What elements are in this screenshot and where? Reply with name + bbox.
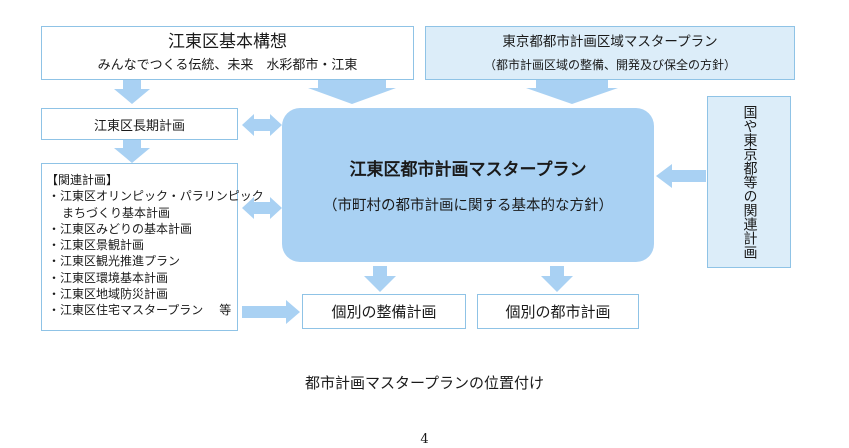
basic-vision-subtitle: みんなでつくる伝統、未来 水彩都市・江東: [97, 58, 358, 73]
related-plan-item: ・江東区みどりの基本計画: [48, 221, 193, 236]
arrow-longterm-main-double: [242, 114, 282, 136]
page-number: 4: [420, 432, 429, 447]
national-related-plans-label: 国や東京都等の関連計画: [741, 105, 758, 259]
related-plans-etc: 等: [219, 303, 232, 318]
arrow-vision-to-main: [308, 80, 396, 104]
long-term-plan-box: 江東区長期計画: [41, 108, 238, 140]
related-plan-item: ・江東区オリンピック・パラリンピック: [48, 189, 264, 204]
figure-caption: 都市計画マスタープランの位置付け: [304, 374, 545, 392]
related-plans-box: 【関連計画】 ・江東区オリンピック・パラリンピック まちづくり基本計画 ・江東区…: [41, 163, 264, 331]
long-term-plan-label: 江東区長期計画: [93, 118, 185, 134]
maintenance-plan-box: 個別の整備計画: [302, 294, 466, 329]
arrow-related-to-outputs: [242, 300, 300, 324]
arrow-tokyo-to-main: [526, 80, 618, 104]
arrow-main-to-maintenance: [364, 266, 396, 292]
main-master-plan-subtitle: （市町村の都市計画に関する基本的な方針）: [323, 198, 613, 214]
arrow-national-to-main: [656, 164, 706, 188]
arrow-longterm-to-related: [114, 140, 150, 163]
related-plans-header: 【関連計画】: [46, 173, 119, 187]
main-master-plan-title: 江東区都市計画マスタープラン: [349, 160, 587, 180]
maintenance-plan-label: 個別の整備計画: [331, 303, 437, 321]
tokyo-master-plan-title: 東京都都市計画区域マスタープラン: [502, 34, 718, 50]
basic-vision-title: 江東区基本構想: [168, 32, 287, 52]
main-master-plan-box: 江東区都市計画マスタープラン （市町村の都市計画に関する基本的な方針）: [282, 108, 654, 262]
related-plan-item: ・江東区環境基本計画: [48, 270, 169, 285]
national-related-plans-box: 国や東京都等の関連計画: [707, 96, 791, 268]
arrow-related-main-double: [242, 197, 282, 219]
arrow-vision-to-longterm: [114, 80, 150, 104]
urban-plan-box: 個別の都市計画: [477, 294, 639, 329]
related-plan-item-last: ・江東区住宅マスタープラン等: [48, 302, 237, 318]
related-plan-item-label: ・江東区住宅マスタープラン: [48, 303, 204, 318]
tokyo-master-plan-subtitle: （都市計画区域の整備、開発及び保全の方針）: [483, 58, 736, 72]
tokyo-master-plan-box: 東京都都市計画区域マスタープラン （都市計画区域の整備、開発及び保全の方針）: [425, 26, 795, 80]
related-plan-item-continuation: まちづくり基本計画: [62, 205, 171, 220]
basic-vision-box: 江東区基本構想 みんなでつくる伝統、未来 水彩都市・江東: [41, 26, 414, 80]
related-plan-item: ・江東区景観計画: [48, 238, 145, 253]
arrow-main-to-urban: [541, 266, 573, 292]
related-plan-item: ・江東区地域防災計画: [48, 287, 169, 302]
related-plan-item: ・江東区観光推進プラン: [48, 254, 181, 269]
urban-plan-label: 個別の都市計画: [505, 303, 611, 321]
